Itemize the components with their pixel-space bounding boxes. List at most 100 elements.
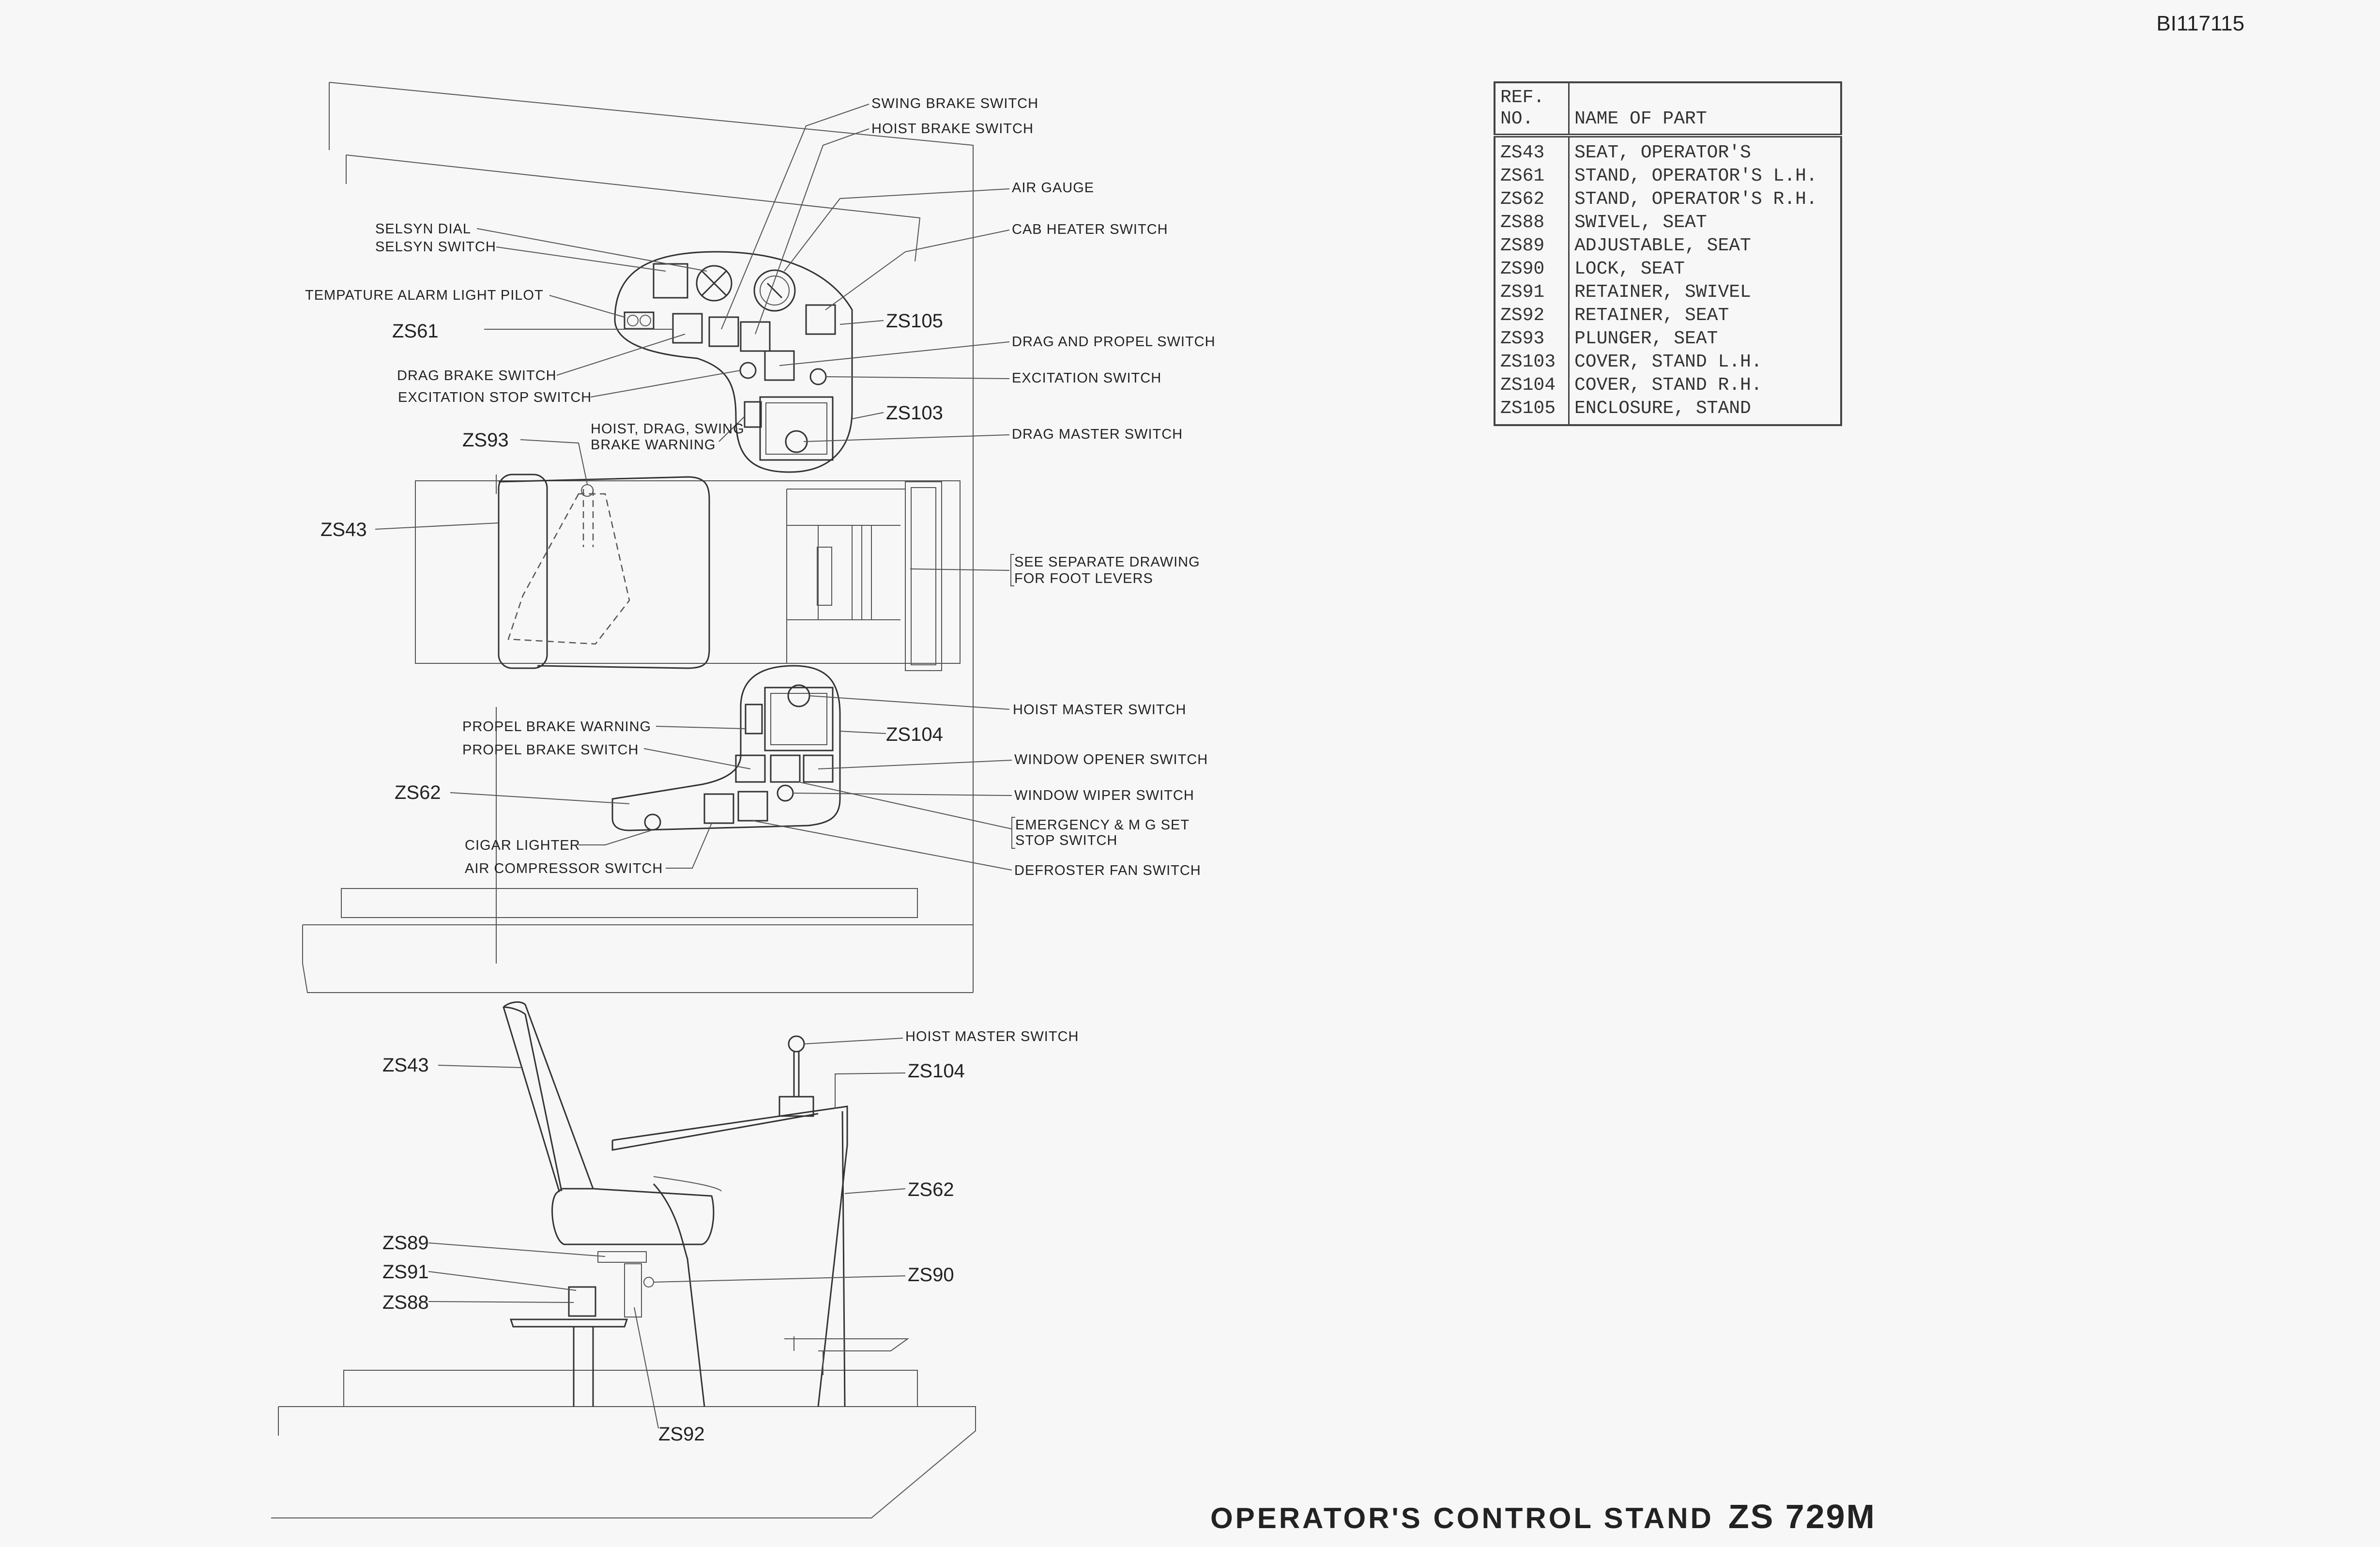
seat-plan: [415, 474, 961, 671]
drag-propel-switch-label: DRAG AND PROPEL SWITCH: [1012, 334, 1216, 350]
ref-zs62-plan: ZS62: [395, 782, 441, 803]
excitation-switch-icon: [809, 368, 827, 385]
foot-levers-label-line1: SEE SEPARATE DRAWING: [1014, 554, 1200, 570]
ref-zs88: ZS88: [382, 1292, 429, 1313]
swing-brake-switch-label: SWING BRAKE SWITCH: [871, 96, 1038, 111]
hoist-master-switch-icon: [764, 687, 834, 751]
name-cell: ADJUSTABLE, SEAT: [1574, 235, 1751, 256]
name-cell: PLUNGER, SEAT: [1574, 328, 1718, 349]
defroster-fan-switch-icon: [737, 791, 768, 822]
ref-zs61: ZS61: [392, 321, 439, 342]
side-hoist-master-switch-label: HOIST MASTER SWITCH: [905, 1029, 1079, 1044]
emergency-stop-label-line1: EMERGENCY & M G SET: [1015, 817, 1190, 833]
ref-cell: ZS88: [1495, 211, 1570, 234]
hoist-brake-switch-icon: [740, 321, 771, 352]
ref-cell: ZS104: [1495, 374, 1570, 397]
air-gauge-label: AIR GAUGE: [1012, 180, 1094, 196]
drawing-title-main: OPERATOR'S CONTROL STAND: [1210, 1502, 1714, 1534]
ref-zs89: ZS89: [382, 1232, 429, 1254]
drag-propel-switch-icon: [764, 350, 795, 381]
cigar-lighter-icon: [644, 813, 661, 831]
foot-levers-label-line2: FOR FOOT LEVERS: [1014, 571, 1153, 586]
name-cell: LOCK, SEAT: [1574, 259, 1685, 279]
hoist-master-switch-label: HOIST MASTER SWITCH: [1013, 702, 1186, 718]
emergency-stop-label-line2: STOP SWITCH: [1015, 833, 1117, 848]
air-compressor-switch-label: AIR COMPRESSOR SWITCH: [465, 861, 663, 876]
header-name-of-part: NAME OF PART: [1569, 82, 1841, 138]
cab-heater-switch-label: CAB HEATER SWITCH: [1012, 222, 1168, 237]
selsyn-dial-icon: [696, 265, 732, 302]
plan-view: SWING BRAKE SWITCH HOIST BRAKE SWITCH AI…: [302, 82, 1216, 993]
ref-zs43-plan: ZS43: [320, 519, 367, 540]
name-cell: ENCLOSURE, STAND: [1574, 398, 1751, 419]
excitation-stop-switch-icon: [739, 362, 757, 379]
ref-cell: ZS91: [1495, 281, 1570, 304]
name-cell: RETAINER, SEAT: [1574, 305, 1729, 326]
defroster-fan-switch-label: DEFROSTER FAN SWITCH: [1014, 863, 1201, 878]
ref-cell: ZS89: [1495, 234, 1570, 258]
propel-brake-switch-label: PROPEL BRAKE SWITCH: [462, 742, 639, 758]
ref-cell: ZS92: [1495, 304, 1570, 327]
selsyn-switch-icon: [653, 263, 688, 299]
seat-lock-icon: [643, 1277, 654, 1287]
seat-plunger-icon: [581, 484, 594, 497]
window-opener-switch-label: WINDOW OPENER SWITCH: [1014, 752, 1208, 767]
temperature-alarm-pilot-icon: [624, 311, 655, 330]
parts-table-header-row: REF. NO. NAME OF PART: [1495, 82, 1841, 138]
ref-zs92: ZS92: [658, 1424, 705, 1445]
ref-zs104-plan: ZS104: [886, 724, 943, 745]
hoist-drag-swing-warning-icon: [744, 401, 762, 428]
excitation-stop-switch-label: EXCITATION STOP SWITCH: [398, 390, 592, 405]
drag-master-switch-label: DRAG MASTER SWITCH: [1012, 427, 1183, 442]
propel-brake-switch-icon: [735, 754, 766, 783]
air-compressor-switch-icon: [703, 793, 734, 824]
cab-heater-switch-icon: [805, 304, 836, 335]
side-labels: HOIST MASTER SWITCH ZS104 ZS43 ZS62 ZS89…: [382, 1029, 1079, 1445]
ref-zs105: ZS105: [886, 310, 943, 332]
name-cell: SWIVEL, SEAT: [1574, 212, 1707, 233]
drag-master-switch-icon: [759, 396, 834, 461]
plan-labels: SWING BRAKE SWITCH HOIST BRAKE SWITCH AI…: [305, 96, 1216, 878]
hoist-brake-switch-label: HOIST BRAKE SWITCH: [871, 121, 1034, 137]
ref-zs90: ZS90: [908, 1264, 954, 1286]
temperature-alarm-label: TEMPATURE ALARM LIGHT PILOT: [305, 288, 544, 303]
drag-brake-switch-icon: [672, 313, 703, 344]
ref-cell: ZS93: [1495, 327, 1570, 351]
cigar-lighter-label: CIGAR LIGHTER: [465, 838, 580, 853]
swivel-retainer-icon: [568, 1286, 596, 1317]
air-gauge-icon: [753, 269, 796, 312]
seat-adjuster-icon: [597, 1251, 647, 1263]
ref-cell: ZS90: [1495, 258, 1570, 281]
hoist-drag-swing-label-line1: HOIST, DRAG, SWING: [591, 421, 745, 437]
side-leader-lines: [428, 1038, 906, 1429]
propel-brake-warning-icon: [745, 704, 763, 735]
name-cell: SEAT, OPERATOR'S: [1574, 142, 1751, 163]
ref-zs91: ZS91: [382, 1261, 429, 1283]
selsyn-dial-label: SELSYN DIAL: [375, 221, 471, 237]
ref-zs93: ZS93: [462, 429, 509, 451]
ref-zs103: ZS103: [886, 402, 943, 424]
window-opener-switch-icon: [770, 754, 801, 783]
propel-brake-warning-label: PROPEL BRAKE WARNING: [462, 719, 651, 735]
name-cell: STAND, OPERATOR'S R.H.: [1574, 189, 1817, 210]
selsyn-switch-label: SELSYN SWITCH: [375, 239, 496, 255]
swing-brake-switch-icon: [708, 316, 739, 347]
excitation-switch-label: EXCITATION SWITCH: [1012, 370, 1161, 386]
ref-zs104-side: ZS104: [908, 1060, 965, 1082]
name-cell: STAND, OPERATOR'S L.H.: [1574, 166, 1817, 186]
hoist-master-switch-base-icon: [778, 1096, 814, 1117]
document-id: BI117115: [2156, 12, 2244, 35]
ref-zs62-side: ZS62: [908, 1179, 954, 1200]
